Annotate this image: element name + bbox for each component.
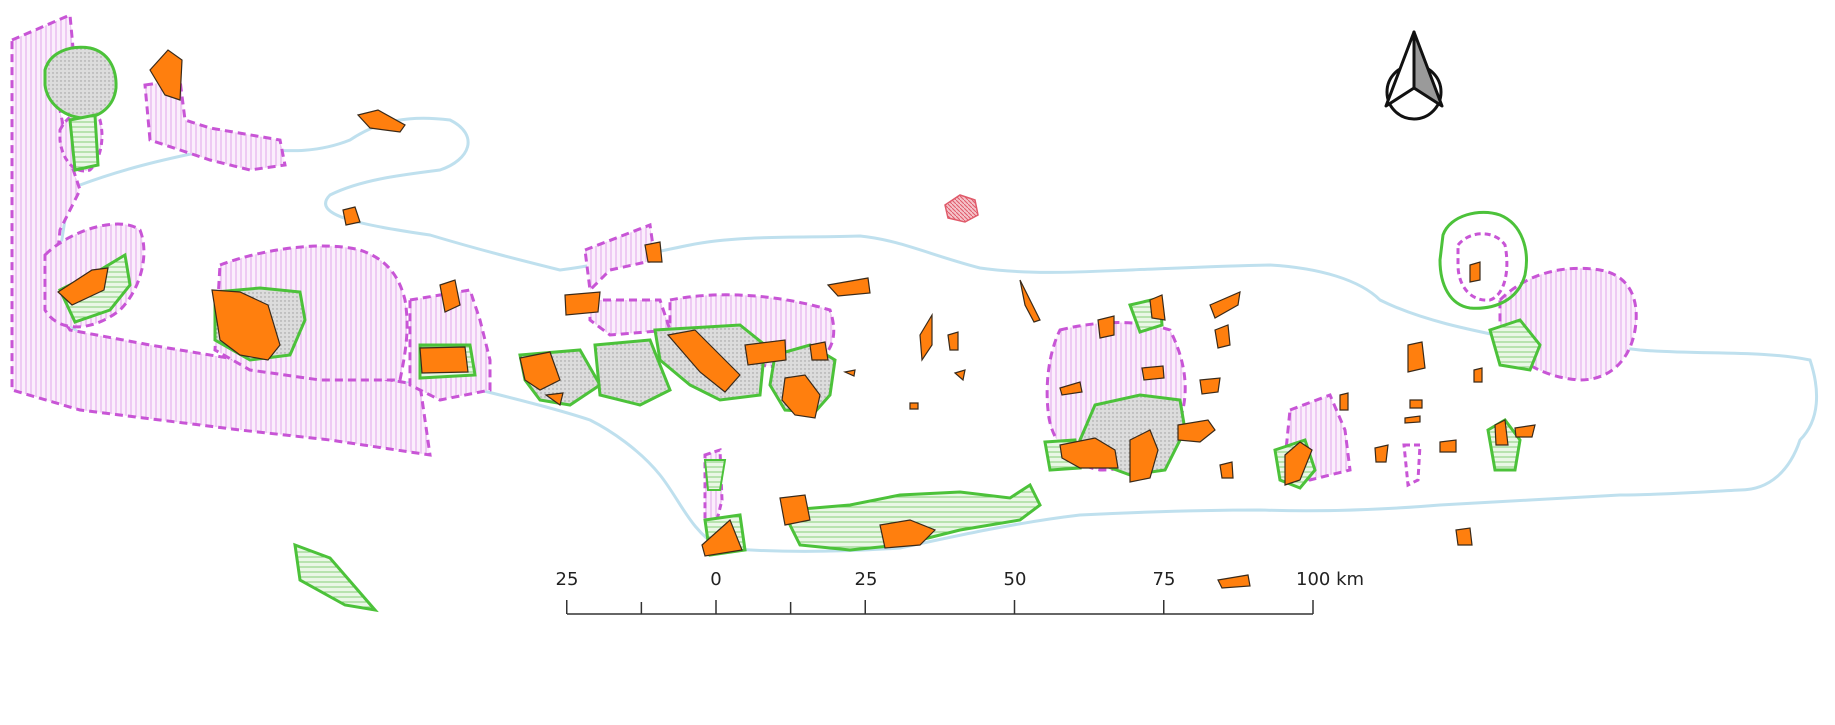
- scalebar-label: 0: [710, 569, 721, 590]
- scalebar-label: 50: [1004, 569, 1027, 590]
- scalebar-label: 25: [855, 569, 878, 590]
- scalebar-label: 25: [556, 569, 579, 590]
- north-arrow-icon: [1384, 30, 1444, 121]
- scalebar: 25 0 25 50 75 100 km: [556, 569, 1364, 615]
- orange-areas: [57, 49, 1536, 589]
- scalebar-label: 75: [1153, 569, 1176, 590]
- scalebar-label: 100 km: [1296, 569, 1364, 590]
- red-hatched-area: [944, 194, 979, 223]
